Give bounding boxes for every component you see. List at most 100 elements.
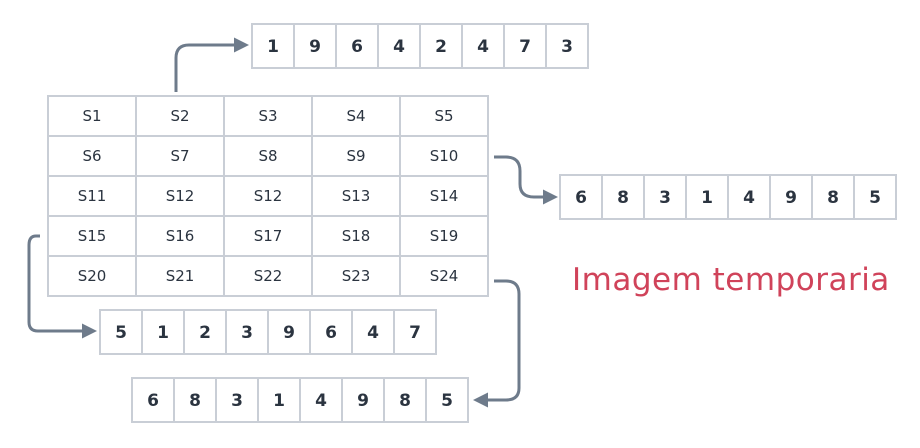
array-cell bbox=[267, 309, 311, 355]
array-cell bbox=[393, 309, 437, 355]
grid-cell-label: S16 bbox=[166, 227, 195, 245]
array-cell-value: 4 bbox=[393, 37, 405, 57]
arrow-to-bottom-array bbox=[473, 279, 521, 408]
array-cell-value: 9 bbox=[309, 37, 321, 57]
grid-cell-label: S20 bbox=[78, 267, 107, 285]
array-cell-value: 8 bbox=[617, 188, 629, 208]
array-cell-value: 6 bbox=[351, 37, 363, 57]
array-cell-value: 5 bbox=[115, 323, 127, 343]
grid-cell-label: S5 bbox=[434, 107, 453, 125]
grid-cell bbox=[47, 95, 137, 137]
arrow-to-right-array bbox=[494, 155, 558, 205]
arrow-to-bottom-left-array bbox=[27, 234, 97, 339]
grid-cell bbox=[223, 135, 313, 177]
array-cell-value: 5 bbox=[441, 391, 453, 411]
grid-cell bbox=[311, 175, 401, 217]
array-cell bbox=[545, 23, 589, 69]
arrow-to-top-array bbox=[174, 37, 249, 92]
array-cell-value: 2 bbox=[199, 323, 211, 343]
grid-cell bbox=[311, 215, 401, 257]
array-cell-value: 3 bbox=[241, 323, 253, 343]
array-cell-value: 6 bbox=[575, 188, 587, 208]
array-cell-value: 9 bbox=[283, 323, 295, 343]
array-cell-value: 2 bbox=[435, 37, 447, 57]
array-cell-value: 4 bbox=[367, 323, 379, 343]
array-cell bbox=[461, 23, 505, 69]
array-right: 6 8 3 1 4 9 8 5 bbox=[559, 174, 897, 220]
connectors bbox=[27, 37, 558, 408]
grid-cell-label: S2 bbox=[170, 107, 189, 125]
array-cell-value: 9 bbox=[357, 391, 369, 411]
caption-label: Imagem temporaria bbox=[572, 262, 890, 298]
grid-cell bbox=[135, 175, 225, 217]
array-cell-value: 9 bbox=[785, 188, 797, 208]
grid-cell-label: S13 bbox=[342, 187, 371, 205]
array-cell-value: 5 bbox=[869, 188, 881, 208]
array-cell bbox=[131, 377, 175, 423]
array-cell bbox=[215, 377, 259, 423]
grid-cell bbox=[47, 215, 137, 257]
grid-cell-label: S21 bbox=[166, 267, 195, 285]
grid-cell bbox=[47, 255, 137, 297]
array-cell bbox=[811, 174, 855, 220]
array-cell bbox=[377, 23, 421, 69]
array-cell bbox=[853, 174, 897, 220]
grid-cell bbox=[399, 255, 489, 297]
grid-cell-label: S7 bbox=[170, 147, 189, 165]
grid-cell bbox=[399, 215, 489, 257]
grid-cell bbox=[135, 255, 225, 297]
grid-cell-label: S12 bbox=[254, 187, 283, 205]
array-cell-value: 3 bbox=[561, 37, 573, 57]
array-bottom-left: 5 1 2 3 9 6 4 7 bbox=[99, 309, 437, 355]
array-cell-value: 7 bbox=[409, 323, 421, 343]
grid-cell-label: S11 bbox=[78, 187, 107, 205]
grid-cell-label: S8 bbox=[258, 147, 277, 165]
grid-cell-label: S15 bbox=[78, 227, 107, 245]
array-cell-value: 3 bbox=[659, 188, 671, 208]
grid-cell-label: S3 bbox=[258, 107, 277, 125]
array-cell bbox=[419, 23, 463, 69]
grid-cell-label: S17 bbox=[254, 227, 283, 245]
grid-cell-label: S24 bbox=[430, 267, 459, 285]
grid-cell-label: S10 bbox=[430, 147, 459, 165]
array-cell-value: 6 bbox=[325, 323, 337, 343]
array-cell-value: 1 bbox=[701, 188, 713, 208]
array-cell-value: 8 bbox=[827, 188, 839, 208]
grid-cell bbox=[135, 215, 225, 257]
grid-cell-label: S23 bbox=[342, 267, 371, 285]
array-cell-value: 4 bbox=[743, 188, 755, 208]
array-cell-value: 3 bbox=[231, 391, 243, 411]
array-cell bbox=[183, 309, 227, 355]
grid-cell-label: S1 bbox=[82, 107, 101, 125]
grid-cell bbox=[399, 135, 489, 177]
array-cell bbox=[293, 23, 337, 69]
array-cell bbox=[173, 377, 217, 423]
array-cell bbox=[383, 377, 427, 423]
array-cell bbox=[559, 174, 603, 220]
grid-cell-label: S18 bbox=[342, 227, 371, 245]
array-cell-value: 8 bbox=[189, 391, 201, 411]
array-cell bbox=[257, 377, 301, 423]
grid-cell-label: S12 bbox=[166, 187, 195, 205]
array-cell-value: 1 bbox=[273, 391, 285, 411]
grid-cell-label: S4 bbox=[346, 107, 365, 125]
array-cell bbox=[351, 309, 395, 355]
grid-cell bbox=[47, 135, 137, 177]
array-cell-value: 4 bbox=[477, 37, 489, 57]
grid-cell-label: S19 bbox=[430, 227, 459, 245]
grid-cell-label: S14 bbox=[430, 187, 459, 205]
grid-cell-label: S22 bbox=[254, 267, 283, 285]
array-cell bbox=[727, 174, 771, 220]
array-cell-value: 7 bbox=[519, 37, 531, 57]
array-cell-value: 6 bbox=[147, 391, 159, 411]
array-cell bbox=[643, 174, 687, 220]
grid-cell-label: S9 bbox=[346, 147, 365, 165]
array-cell-value: 4 bbox=[315, 391, 327, 411]
array-cell-value: 1 bbox=[157, 323, 169, 343]
array-cell bbox=[685, 174, 729, 220]
